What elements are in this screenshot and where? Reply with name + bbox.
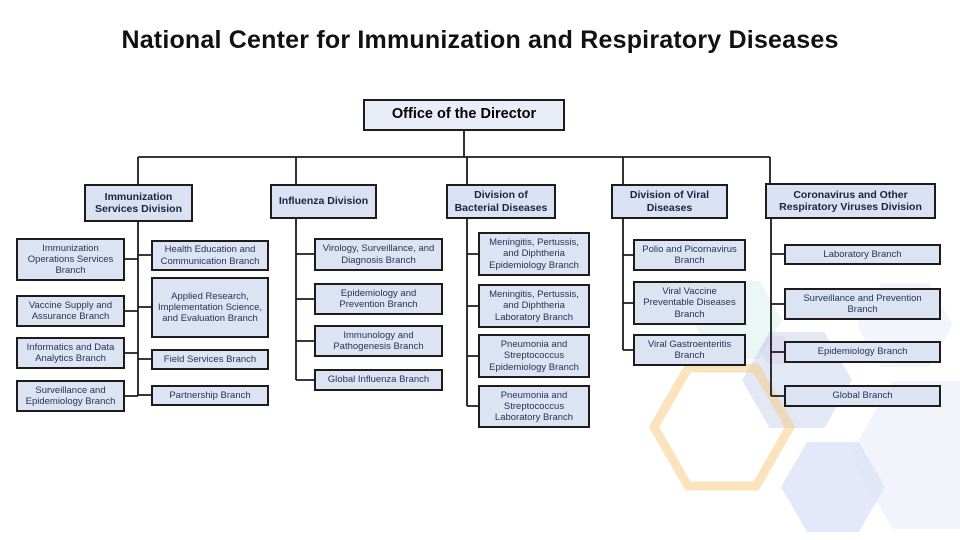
org-box-global-branch: Global Branch [784,385,941,407]
org-box-health-education-and-communication-branch: Health Education and Communication Branc… [151,240,269,271]
org-box-meningitis-pertussis-diphtheria-epidemiology-branch: Meningitis, Pertussis, and Diphtheria Ep… [478,232,590,276]
org-box-global-influenza-branch: Global Influenza Branch [314,369,443,391]
page-title: National Center for Immunization and Res… [121,26,839,54]
org-box-epidemiology-and-prevention-branch: Epidemiology and Prevention Branch [314,283,443,315]
connector-lines [125,130,784,407]
org-box-applied-research-implementation-science-and-evaluation-branch: Applied Research, Implementation Science… [151,277,269,338]
org-box-pneumonia-and-streptococcus-epidemiology-branch: Pneumonia and Streptococcus Epidemiology… [478,334,590,378]
org-box-viral-vaccine-preventable-diseases-branch: Viral Vaccine Preventable Diseases Branc… [633,281,746,325]
org-box-influenza-division: Influenza Division [270,184,377,219]
org-box-polio-and-picornavirus-branch: Polio and Picornavirus Branch [633,239,746,271]
org-box-viral-gastroenteritis-branch: Viral Gastroenteritis Branch [633,334,746,366]
org-box-coronavirus-division: Coronavirus and Other Respiratory Viruse… [765,183,936,219]
org-box-partnership-branch: Partnership Branch [151,385,269,406]
org-box-epidemiology-branch: Epidemiology Branch [784,341,941,363]
org-box-division-of-bacterial-diseases: Division of Bacterial Diseases [446,184,556,219]
org-box-meningitis-pertussis-diphtheria-laboratory-branch: Meningitis, Pertussis, and Diphtheria La… [478,284,590,328]
watermark-hexagon [781,442,885,532]
org-box-virology-surveillance-and-diagnosis-branch: Virology, Surveillance, and Diagnosis Br… [314,238,443,271]
org-box-informatics-and-data-analytics-branch: Informatics and Data Analytics Branch [16,337,125,369]
watermark-hexagon-outline [648,363,796,491]
org-box-office-of-the-director: Office of the Director [363,99,565,131]
org-box-immunization-operations-services-branch: Immunization Operations Services Branch [16,238,125,281]
org-box-division-of-viral-diseases: Division of Viral Diseases [611,184,728,219]
org-box-vaccine-supply-and-assurance-branch: Vaccine Supply and Assurance Branch [16,295,125,327]
org-box-surveillance-and-epidemiology-branch: Surveillance and Epidemiology Branch [16,380,125,412]
org-box-laboratory-branch: Laboratory Branch [784,244,941,265]
org-box-pneumonia-and-streptococcus-laboratory-branch: Pneumonia and Streptococcus Laboratory B… [478,385,590,428]
org-box-surveillance-and-prevention-branch: Surveillance and Prevention Branch [784,288,941,320]
org-box-immunization-services-division: Immunization Services Division [84,184,193,222]
org-box-field-services-branch: Field Services Branch [151,349,269,370]
org-box-immunology-and-pathogenesis-branch: Immunology and Pathogenesis Branch [314,325,443,357]
